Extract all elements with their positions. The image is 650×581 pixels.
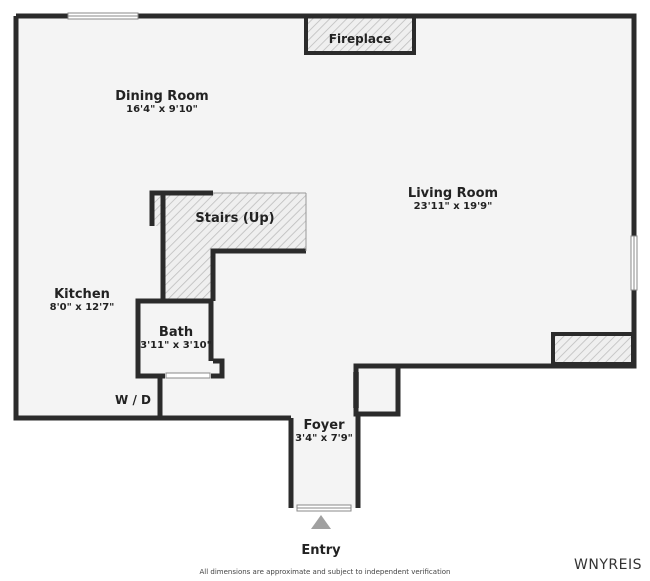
- stairs-label: Stairs (Up): [190, 207, 280, 226]
- exterior-walls: [13, 13, 637, 508]
- foyer-label: Foyer 3'4" x 7'9": [284, 418, 364, 444]
- dining-room-label: Dining Room 16'4" x 9'10": [92, 89, 232, 115]
- wd-label: W / D: [108, 389, 158, 408]
- floor-area: [16, 16, 634, 508]
- living-room-label: Living Room 23'11" x 19'9": [383, 186, 523, 212]
- foyer-dims: 3'4" x 7'9": [295, 433, 353, 444]
- bath-label: Bath 3'11" x 3'10": [136, 325, 216, 351]
- wd-label-text: W / D: [115, 393, 151, 407]
- living-room-name: Living Room: [407, 186, 499, 201]
- bath-walls: [135, 298, 225, 379]
- fireplace-label-text: Fireplace: [328, 32, 392, 46]
- kitchen-name: Kitchen: [54, 287, 110, 302]
- disclaimer-text: All dimensions are approximate and subje…: [199, 568, 451, 576]
- entry-arrow-icon: [311, 515, 331, 529]
- entry-label-text: Entry: [301, 543, 341, 558]
- living-room-dims: 23'11" x 19'9": [413, 201, 493, 212]
- brand-logo: WNYREIS: [574, 557, 642, 573]
- bath-door: [165, 372, 211, 379]
- kitchen-dims: 8'0" x 12'7": [49, 302, 115, 313]
- built-in-cabinet: [551, 332, 635, 366]
- stairs: [152, 193, 306, 301]
- dining-room-dims: 16'4" x 9'10": [126, 104, 198, 115]
- bath-dims: 3'11" x 3'10": [140, 340, 212, 351]
- kitchen-label: Kitchen 8'0" x 12'7": [32, 287, 132, 313]
- bath-name: Bath: [158, 325, 194, 340]
- foyer-name: Foyer: [303, 418, 345, 433]
- stairs-label-text: Stairs (Up): [195, 211, 275, 226]
- foyer-closet: [353, 363, 401, 417]
- fireplace-label: Fireplace: [306, 28, 414, 47]
- dining-room-name: Dining Room: [115, 89, 209, 104]
- stairs-walls: [149, 190, 306, 301]
- entry-label: Entry: [281, 539, 361, 558]
- bath-floor: [138, 301, 222, 376]
